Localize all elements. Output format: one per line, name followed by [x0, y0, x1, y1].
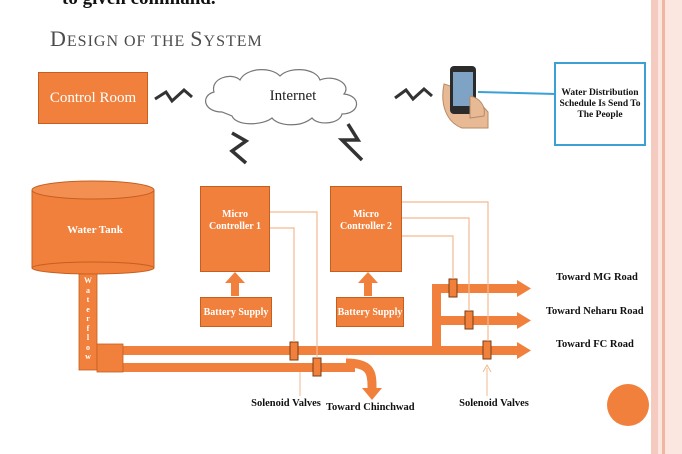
micro-controller-1: Micro Controller 1 — [200, 186, 270, 272]
pipe-mg — [432, 284, 518, 293]
pipe-neharu — [441, 316, 518, 325]
title-rest-2: YSTEM — [203, 33, 263, 50]
pipe-fc — [441, 346, 518, 355]
waterflow-letter: a — [86, 285, 90, 295]
solenoid-valve-3 — [448, 278, 458, 298]
internet-cloud — [205, 69, 358, 126]
destination-mg-road: Toward MG Road — [556, 272, 638, 283]
waterflow-letter: l — [86, 333, 90, 342]
title-initial-1: D — [50, 26, 67, 51]
arrow-neharu — [517, 312, 531, 329]
solenoid-valve-5 — [482, 340, 492, 360]
battery-arrow-1 — [225, 272, 245, 296]
waterflow-letter: w — [85, 352, 91, 361]
lightning-icon-cloud-mc2 — [337, 123, 364, 162]
pipe-chinchwad — [345, 358, 377, 390]
waterflow-letter: W — [84, 276, 92, 285]
arrow-chinchwad — [362, 388, 382, 400]
lightning-icon-control-cloud — [154, 87, 193, 104]
control-wires — [270, 201, 489, 358]
slide-border — [651, 0, 658, 454]
callout-pointer — [477, 91, 557, 95]
water-tank-label: Water Tank — [67, 224, 123, 236]
solenoid-valve-2 — [312, 357, 322, 377]
lightning-icon-cloud-phone — [394, 86, 433, 102]
slide-border-line — [662, 0, 665, 454]
waterflow-letter: t — [86, 295, 90, 304]
waterflow-pipe — [78, 273, 98, 371]
lightning-icon-cloud-mc1 — [229, 131, 250, 165]
waterflow-letter: r — [86, 314, 90, 323]
battery-supply-2: Battery Supply — [336, 297, 404, 327]
top-text-fragment: to given command. — [62, 0, 216, 10]
phone-icon — [442, 66, 489, 129]
title-rest-1: ESIGN OF THE — [66, 33, 191, 50]
control-room-box: Control Room — [38, 72, 148, 124]
water-tank-shape — [31, 180, 155, 275]
destination-chinchwad: Toward Chinchwad — [326, 402, 415, 413]
destination-neharu-road: Toward Neharu Road — [546, 306, 644, 317]
solenoid-valve-4 — [464, 310, 474, 330]
solenoid-valves-label-left: Solenoid Valves — [251, 398, 321, 409]
micro-controller-2: Micro Controller 2 — [330, 186, 402, 272]
arrow-fc — [517, 342, 531, 359]
arrow-mg — [517, 280, 531, 297]
pipe-connector — [96, 343, 124, 373]
slide-title: DESIGN OF THE SYSTEM — [50, 26, 263, 52]
internet-label: Internet — [269, 88, 317, 104]
main-pipe-lower — [97, 363, 355, 372]
decorative-circle — [607, 384, 649, 426]
title-initial-2: S — [190, 26, 204, 51]
waterflow-letter: e — [86, 304, 90, 314]
manifold-vertical — [432, 284, 441, 355]
main-pipe-upper — [97, 346, 447, 355]
waterflow-letter: o — [86, 342, 90, 352]
destination-fc-road: Toward FC Road — [556, 339, 634, 350]
waterflow-letter: f — [86, 323, 90, 333]
distribution-callout: Water Distribution Schedule Is Send To T… — [554, 62, 646, 146]
battery-supply-1: Battery Supply — [200, 297, 272, 327]
solenoid-valve-1 — [289, 341, 299, 361]
battery-arrow-2 — [358, 272, 378, 296]
solenoid-valves-label-right: Solenoid Valves — [459, 398, 529, 409]
